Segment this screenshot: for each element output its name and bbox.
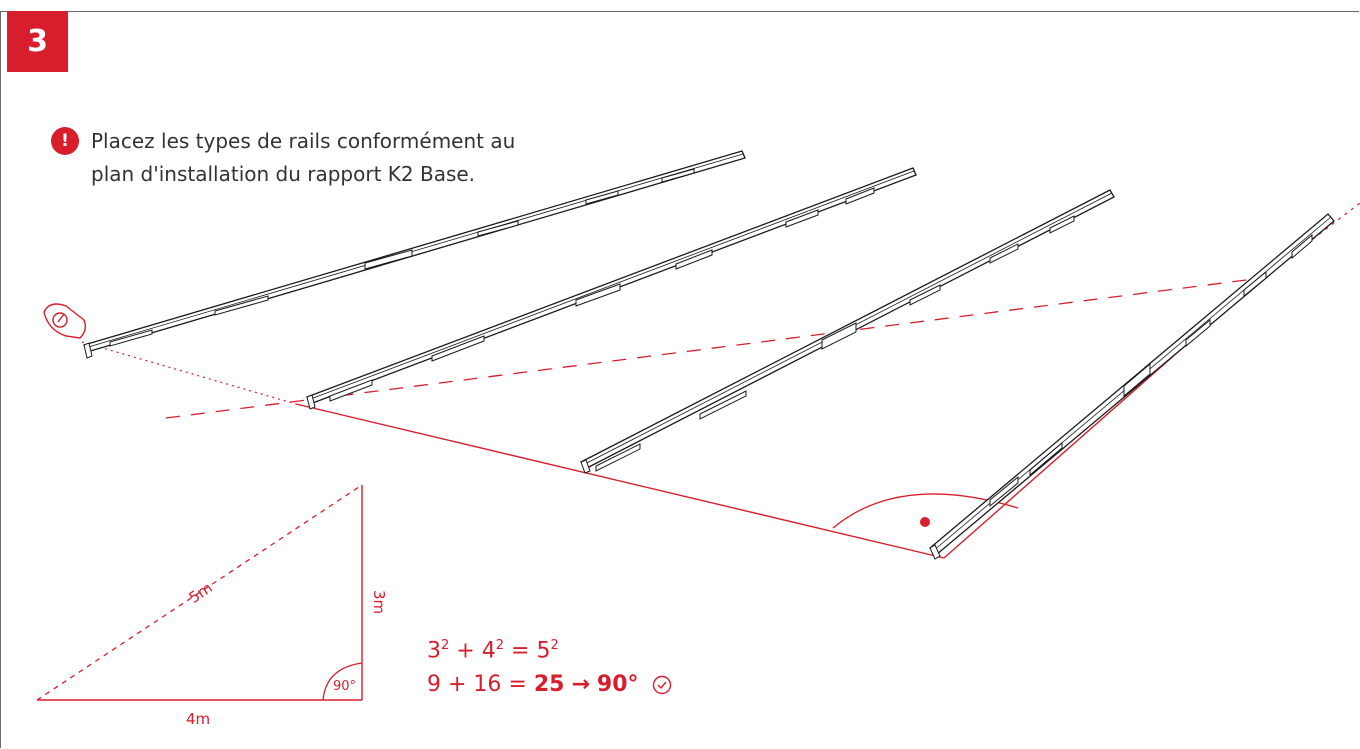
formula-exp-c: 2	[550, 638, 559, 653]
angle-label: 90°	[333, 679, 356, 694]
formula-a: 3	[427, 638, 441, 664]
formula-plus: +	[456, 638, 475, 664]
result-sum: 9 + 16	[427, 672, 502, 697]
tape-dotted-line	[81, 341, 297, 405]
alignment-lines	[81, 202, 1360, 559]
hypotenuse-label: 5m	[186, 579, 216, 607]
rail-3	[580, 189, 1115, 474]
baseline-front	[295, 403, 945, 559]
step-number-badge: 3	[7, 11, 68, 72]
exclamation-icon: !	[51, 127, 79, 155]
measuring-tape-icon	[43, 303, 87, 339]
note-line-2: plan d'installation du rapport K2 Base.	[91, 162, 476, 186]
check-circle-icon	[652, 675, 671, 695]
angle-marker-dot	[920, 517, 930, 527]
formula-equals: =	[511, 638, 530, 664]
note-line-1: Placez les types de rails conformément a…	[91, 129, 516, 153]
formula-exp-b: 2	[495, 638, 504, 653]
right-triangle	[36, 484, 363, 701]
result-value: 25	[533, 672, 565, 697]
formula-exp-a: 2	[441, 638, 450, 653]
pythagoras-formula: 32 + 42 = 52	[427, 638, 559, 663]
rail-1	[83, 150, 746, 359]
installation-note: Placez les types de rails conformément a…	[91, 125, 651, 191]
rail-2	[306, 167, 917, 410]
result-equals: =	[508, 672, 527, 697]
result-arrow: →	[571, 672, 590, 697]
formula-c: 5	[536, 638, 551, 664]
diagonal-dashed	[165, 277, 1263, 419]
horizontal-side-label: 4m	[186, 710, 210, 728]
rail-4	[929, 213, 1335, 560]
pythagoras-result: 9 + 16 = 25 → 90°	[427, 672, 672, 697]
page-frame	[0, 11, 1359, 748]
triangle-hypotenuse-5m	[36, 484, 363, 701]
result-angle: 90°	[596, 672, 639, 697]
formula-b: 4	[481, 638, 496, 664]
triangle-angle-arc	[322, 662, 363, 701]
vertical-side-label: 3m	[370, 590, 388, 614]
